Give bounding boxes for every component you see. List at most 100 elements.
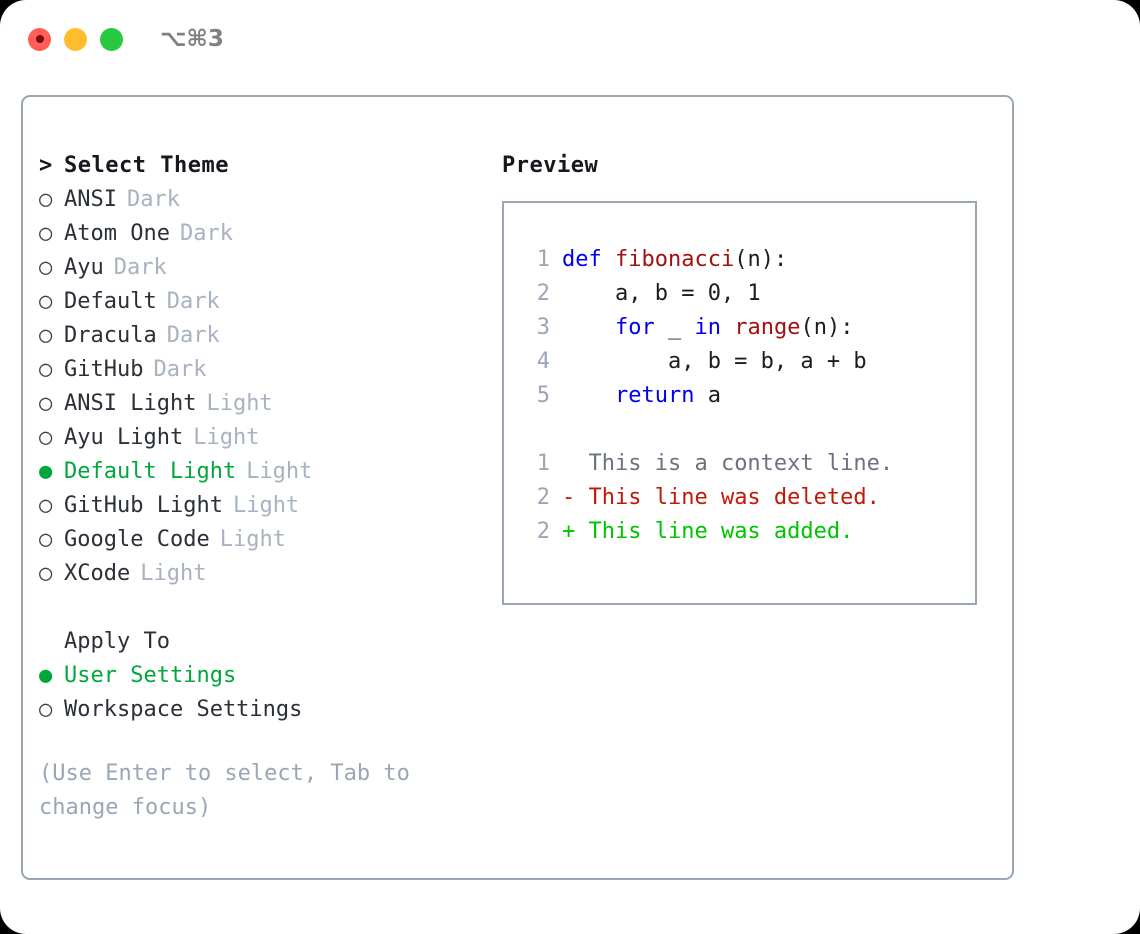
code-line: 5 return a (522, 379, 975, 413)
radio-selected-icon: ● (39, 663, 53, 688)
theme-name: ANSI Light (64, 391, 197, 416)
diff-sample: 1 This is a context line.2- This line wa… (522, 447, 975, 549)
minimize-window-button[interactable] (64, 27, 87, 51)
code-token-fn: fibonacci (614, 247, 735, 272)
theme-mode-tag: Dark (179, 221, 233, 246)
apply-to-item[interactable]: ○Workspace Settings (39, 693, 499, 727)
code-text: def fibonacci(n): (562, 243, 787, 277)
radio-unselected-icon: ○ (39, 289, 53, 314)
apply-to-name: User Settings (64, 663, 237, 688)
apply-to-header: Apply To (39, 625, 499, 659)
code-token-kw: in (694, 315, 721, 340)
code-text: for _ in range(n): (562, 311, 853, 345)
code-token-plain: a (694, 383, 721, 408)
code-token-plain (721, 315, 734, 340)
theme-list-title: Select Theme (64, 153, 229, 178)
code-token-plain: (n): (800, 315, 854, 340)
code-token-kw: for (614, 315, 655, 340)
code-line: 1 def fibonacci(n): (522, 243, 975, 277)
theme-list-item[interactable]: ○ Atom One Dark (39, 217, 499, 251)
code-token-kw: def (562, 247, 615, 272)
theme-mode-tag: Light (246, 459, 313, 484)
theme-name: Google Code (64, 527, 210, 552)
theme-name: Ayu Light (64, 425, 184, 450)
theme-name: Default (64, 289, 157, 314)
line-number: 1 (536, 451, 550, 476)
diff-line: 2+ This line was added. (522, 515, 975, 549)
radio-unselected-icon: ○ (39, 357, 53, 382)
theme-list-item[interactable]: ● Default Light Light (39, 455, 499, 489)
theme-name: Ayu (64, 255, 104, 280)
code-token-plain (562, 383, 615, 408)
code-token-plain: a, b = 0, 1 (562, 281, 761, 306)
theme-list-item[interactable]: ○ Dracula Dark (39, 319, 499, 353)
code-text: a, b = b, a + b (562, 345, 867, 379)
maximize-window-button[interactable] (100, 27, 123, 51)
radio-selected-icon: ● (39, 459, 53, 484)
line-number: 2 (536, 519, 550, 544)
radio-unselected-icon: ○ (39, 425, 53, 450)
apply-to-label: Apply To (64, 629, 170, 654)
close-icon (35, 35, 44, 43)
code-token-plain (562, 315, 615, 340)
preview-title: Preview (502, 153, 599, 178)
theme-mode-tag: Light (232, 493, 300, 518)
radio-unselected-icon: ○ (39, 527, 53, 552)
code-token-plain: (n): (734, 247, 788, 272)
preview-spacer (522, 413, 975, 447)
theme-name: GitHub (64, 357, 144, 382)
apply-to-item[interactable]: ● User Settings (39, 659, 499, 693)
line-number: 2 (536, 281, 550, 306)
theme-mode-tag: Dark (166, 323, 220, 348)
code-token-kw: return (614, 383, 695, 408)
radio-unselected-icon: ○ (39, 221, 53, 246)
theme-name: Default Light (64, 459, 237, 484)
theme-mode-tag: Light (206, 391, 273, 416)
diff-text: This line was deleted. (575, 485, 880, 510)
line-number: 1 (536, 247, 550, 272)
code-token-fn: range (734, 315, 801, 340)
radio-unselected-icon: ○ (39, 391, 53, 416)
theme-mode-tag: Dark (113, 255, 167, 280)
traffic-lights (28, 27, 123, 51)
theme-mode-tag: Light (219, 527, 286, 552)
line-number: 2 (536, 485, 550, 510)
code-line: 2 a, b = 0, 1 (522, 277, 975, 311)
radio-unselected-icon: ○ (39, 323, 53, 348)
line-number: 5 (536, 383, 550, 408)
radio-unselected-icon: ○ (39, 187, 53, 212)
code-text: a, b = 0, 1 (562, 277, 761, 311)
apply-to-options-list: ● User Settings ○Workspace Settings (39, 659, 499, 727)
radio-unselected-icon: ○ (39, 561, 53, 586)
theme-name: Dracula (64, 323, 157, 348)
code-token-plain: a, b = b, a + b (562, 349, 867, 374)
theme-list-item[interactable]: ○ GitHub Dark (39, 353, 499, 387)
title-bar: ⌥⌘3 (0, 0, 1140, 78)
prompt-caret-icon: > (39, 153, 53, 178)
diff-sign (562, 447, 575, 481)
theme-list-item[interactable]: ○ Google Code Light (39, 523, 499, 557)
theme-mode-tag: Dark (153, 357, 207, 382)
theme-mode-tag: Dark (126, 187, 180, 212)
code-token-plain: _ (654, 315, 695, 340)
diff-sign: + (562, 519, 576, 544)
close-window-button[interactable] (28, 27, 51, 51)
diff-sign: - (562, 485, 576, 510)
code-line: 3 for _ in range(n): (522, 311, 975, 345)
apply-to-name: Workspace Settings (64, 697, 303, 722)
keyboard-hint: (Use Enter to select, Tab to change focu… (39, 761, 410, 820)
theme-list-item[interactable]: ○ Default Dark (39, 285, 499, 319)
theme-mode-tag: Light (140, 561, 207, 586)
theme-list-item[interactable]: ○ ANSI Light Light (39, 387, 499, 421)
theme-mode-tag: Dark (166, 289, 220, 314)
theme-name: Atom One (64, 221, 170, 246)
